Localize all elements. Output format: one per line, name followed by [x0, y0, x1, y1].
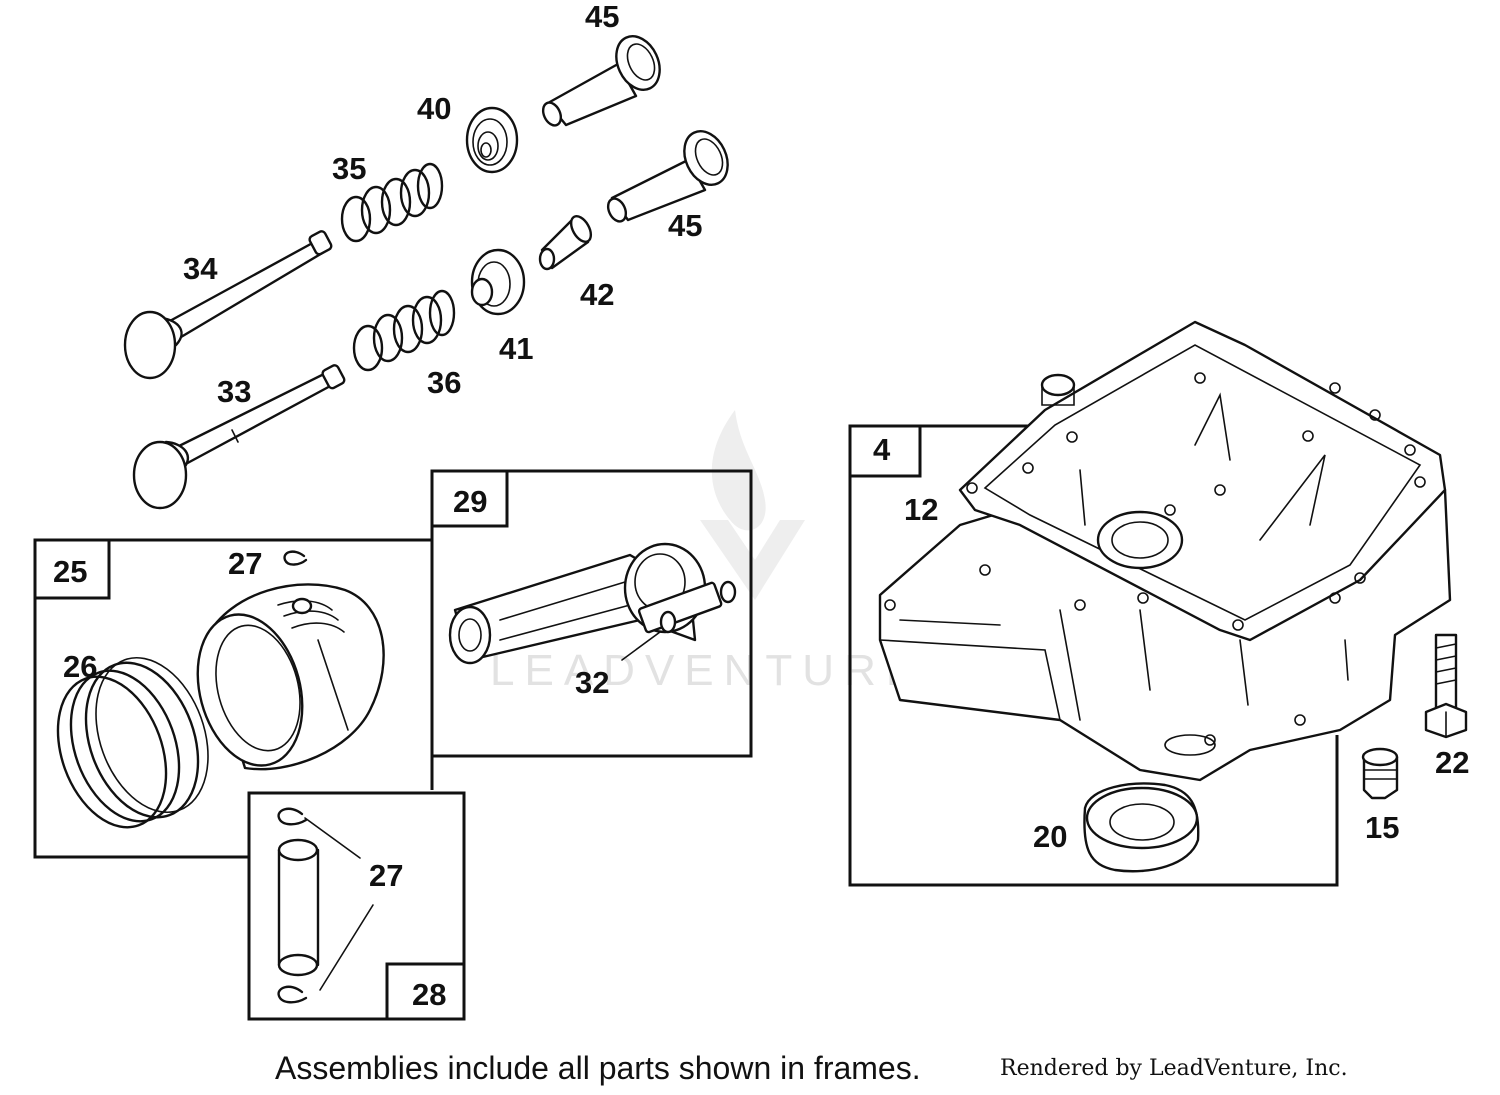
leader-27-top [304, 817, 361, 859]
label-29: 29 [453, 484, 487, 519]
piston-pin-frame [247, 791, 466, 1021]
tag-box-25 [33, 538, 111, 600]
label-25: 25 [53, 554, 87, 589]
pin-clip-bottom [277, 985, 308, 1004]
pin-clip-top [277, 807, 308, 826]
leader-27-bottom [319, 904, 374, 991]
valve-spring-lower [352, 289, 456, 372]
label-45-upper: 45 [585, 0, 619, 34]
label-26: 26 [63, 649, 97, 684]
label-36: 36 [427, 365, 461, 400]
retainer-lower [470, 248, 526, 316]
assemblies-note: Assemblies include all parts shown in fr… [275, 1050, 921, 1086]
label-15: 15 [1365, 810, 1399, 845]
piston-rings [56, 656, 209, 829]
watermark-text: LEADVENTURE [490, 646, 925, 695]
connecting-rod [448, 542, 737, 665]
tappet-upper [541, 35, 661, 127]
intake-valve [132, 364, 346, 510]
exhaust-valve [123, 230, 333, 380]
label-33: 33 [217, 374, 251, 409]
tag-box-29 [430, 469, 509, 528]
label-45-lower: 45 [668, 208, 702, 243]
label-40: 40 [417, 91, 451, 126]
drain-plug [1361, 747, 1399, 800]
label-20: 20 [1033, 819, 1067, 854]
label-27-piston: 27 [228, 546, 262, 581]
label-27-pin: 27 [369, 858, 403, 893]
piston-pin [277, 838, 320, 977]
crankcase-sump [878, 320, 1452, 782]
label-34: 34 [183, 251, 218, 286]
tag-box-4 [848, 424, 922, 478]
tappet-lower [606, 130, 729, 223]
render-credit: Rendered by LeadVenture, Inc. [1000, 1056, 1348, 1081]
tag-box-28 [385, 962, 466, 1021]
connecting-rod-frame [430, 469, 753, 758]
retainer-upper [465, 106, 519, 174]
label-41: 41 [499, 331, 533, 366]
label-28: 28 [412, 977, 446, 1012]
piston-pin-clip [283, 550, 308, 566]
valve-spring-upper [340, 162, 444, 243]
label-35: 35 [332, 151, 366, 186]
label-42: 42 [580, 277, 614, 312]
hex-bolt [1424, 633, 1468, 739]
label-12: 12 [904, 492, 938, 527]
label-4: 4 [873, 432, 891, 467]
label-22: 22 [1435, 745, 1469, 780]
oil-seal [1083, 782, 1200, 873]
valve-collet [538, 215, 593, 271]
piston [196, 583, 385, 771]
label-32: 32 [575, 665, 609, 700]
